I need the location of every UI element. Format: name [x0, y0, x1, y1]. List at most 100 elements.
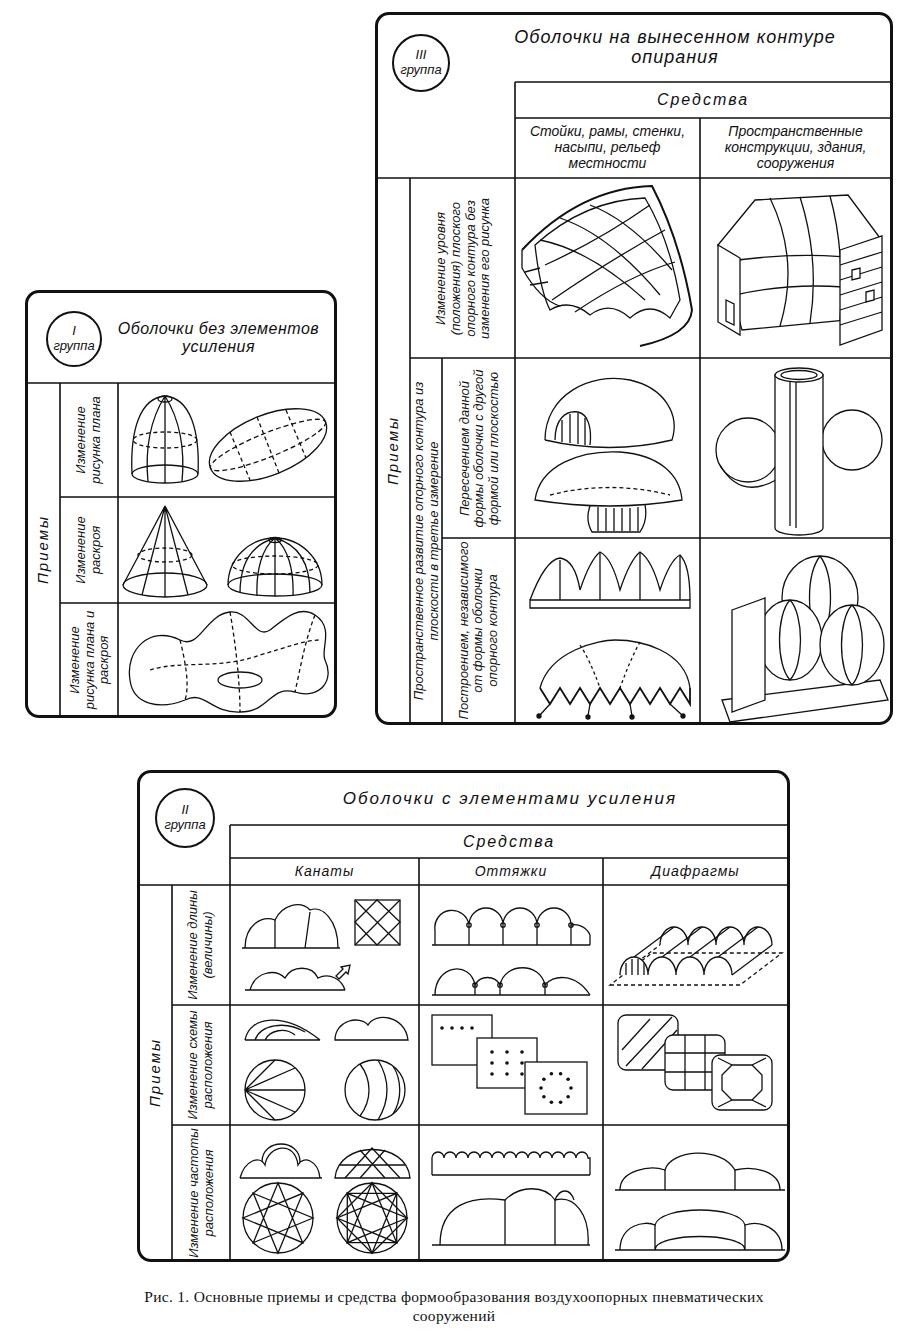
row-heading: Изменение рисунка плана и раскроя	[67, 605, 111, 714]
table-grid-line	[27, 383, 335, 716]
shell-sketch	[123, 394, 337, 712]
text-cell: Приемы	[139, 885, 172, 1260]
shell-sketch	[775, 368, 823, 382]
shell-sketch	[562, 413, 585, 445]
shell-sketch	[665, 1170, 735, 1190]
shell-sketch	[147, 396, 183, 483]
anchor-dot	[520, 1050, 524, 1054]
shell-sketch	[537, 714, 541, 718]
anchor-dot	[440, 1026, 573, 1104]
anchor-dot	[520, 1072, 524, 1076]
shell-sketch	[262, 1144, 300, 1162]
shell-sketch	[781, 371, 817, 380]
row-heading: Изменение раскроя	[74, 499, 103, 601]
shell-sketch	[615, 1189, 785, 1190]
shell-sketch	[535, 198, 680, 318]
shell-sketch	[630, 715, 634, 719]
shell-sketch	[337, 1183, 407, 1253]
anchor-dot	[559, 1072, 563, 1076]
anchor-dot	[542, 1095, 546, 1099]
shell-sketch	[240, 900, 785, 1253]
column-heading: Канаты	[295, 864, 355, 880]
figure-caption: Рис. 1. Основные приемы и средства формо…	[136, 1288, 772, 1325]
shell-sketch	[467, 923, 471, 927]
shell-sketch	[347, 1193, 396, 1242]
shell-sketch	[440, 1189, 588, 1245]
text-cell: Пространственное развитие опорного конту…	[410, 358, 442, 723]
text-cell: Оболочки без элементов усиления	[104, 296, 333, 380]
group-panel: III группа Оболочки на вынесенном контуре…	[375, 12, 893, 725]
group-badge: II группа	[155, 788, 215, 848]
shell-sketch	[732, 598, 765, 712]
text-cell: III группа	[394, 36, 448, 90]
shell-sketch	[432, 1174, 590, 1175]
anchor-dot	[566, 1077, 570, 1081]
shell-sketch	[540, 688, 690, 704]
shell-sketch	[245, 989, 345, 990]
text-cell: Изменение рисунка плана	[60, 383, 118, 497]
shell-sketch	[133, 432, 197, 448]
shell-sketch	[522, 186, 692, 346]
shell-sketch	[275, 912, 310, 948]
shell-sketch	[501, 923, 505, 927]
anchor-dot	[490, 1061, 494, 1065]
table-grid-line	[377, 82, 891, 723]
shell-sketch	[469, 925, 571, 945]
row-heading: Изменение частоты расположения	[186, 1127, 215, 1258]
anchor-dot	[505, 1072, 509, 1076]
anchor-dot	[550, 1072, 554, 1076]
shell-sketch	[655, 1225, 745, 1250]
shell-sketch	[218, 672, 262, 688]
text-cell: Изменение схемы расположения	[172, 1005, 230, 1125]
anchor-dot	[505, 1061, 509, 1065]
table-grid-line	[27, 82, 891, 1260]
shell-sketch	[250, 968, 345, 990]
shell-sketch	[758, 600, 822, 680]
shell-sketch	[206, 411, 330, 480]
text-cell: Стойки, рамы, стенки, насыпи, рельеф мес…	[515, 118, 700, 178]
shell-sketch	[245, 1060, 305, 1120]
shell-sketch	[129, 611, 328, 712]
group-label: III группа	[398, 48, 444, 77]
shell-sketch	[718, 245, 740, 335]
shell-sketch	[498, 983, 502, 987]
shell-sketch	[242, 947, 340, 948]
shell-sketch	[432, 944, 590, 945]
shell-sketch	[337, 1183, 407, 1253]
table-grid-line	[139, 825, 788, 1260]
shell-sketch	[432, 1244, 590, 1245]
text-cell: Канаты	[230, 858, 419, 885]
anchor-dot	[559, 1101, 563, 1105]
shell-sketch	[230, 410, 306, 480]
anchor-dot	[490, 1050, 494, 1054]
shell-sketch	[545, 378, 674, 447]
row-heading: Изменение схемы расположения	[186, 1007, 215, 1123]
shell-sketch	[240, 1177, 322, 1178]
column-group-heading: Средства	[657, 91, 749, 109]
shell-sketch	[522, 186, 888, 722]
anchor-dot	[470, 1026, 474, 1030]
text-cell: Оболочки на вынесенном контуре опирания	[480, 16, 870, 78]
group-badge: I группа	[46, 311, 102, 367]
anchor-dot	[490, 1072, 494, 1076]
shell-sketch	[842, 605, 863, 685]
shell-sketch	[432, 1152, 590, 1175]
shell-sketch	[232, 556, 318, 574]
shell-sketch	[790, 381, 796, 528]
shell-sketch	[681, 714, 685, 718]
text-cell: Диафрагмы	[603, 858, 788, 885]
anchor-dot	[450, 1026, 454, 1030]
text-cell: Пересечением данной формы оболочки с дру…	[442, 358, 515, 538]
shell-sketch	[360, 1060, 400, 1120]
shell-sketch	[822, 410, 882, 470]
row-heading: Изменение уровня (положения) плоского оп…	[433, 180, 491, 356]
shell-sketch	[780, 600, 801, 680]
shell-sketch	[505, 1191, 574, 1245]
shell-sketch	[355, 900, 400, 945]
shell-sketch	[138, 548, 192, 562]
shell-sketch	[240, 1148, 320, 1178]
group-panel: II группаОболочки с элементами усиленияС…	[137, 770, 790, 1262]
shell-sketch	[525, 1062, 587, 1114]
panel-title: Оболочки без элементов усиления	[106, 320, 331, 356]
